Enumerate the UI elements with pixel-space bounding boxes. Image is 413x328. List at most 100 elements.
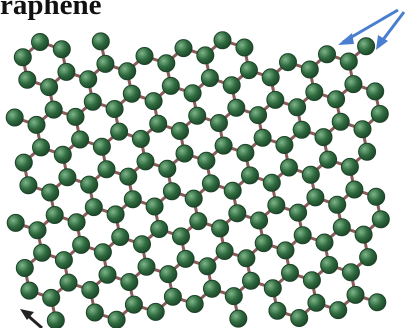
carbon-atom xyxy=(328,195,347,214)
carbon-atom xyxy=(133,235,151,254)
carbon-atom xyxy=(174,39,193,58)
carbon-atom xyxy=(122,84,141,103)
carbon-atom xyxy=(80,175,99,194)
carbon-atom xyxy=(85,303,104,322)
carbon-atom xyxy=(354,225,373,244)
carbon-atom xyxy=(137,257,156,276)
carbon-atom xyxy=(46,311,65,328)
carbon-atom xyxy=(213,31,232,50)
carbon-atom xyxy=(332,218,351,237)
carbon-atom xyxy=(135,47,154,65)
carbon-atoms xyxy=(5,31,390,328)
carbon-atom xyxy=(275,136,294,154)
carbon-atom xyxy=(81,281,100,299)
carbon-atom xyxy=(157,54,176,73)
carbon-atom xyxy=(279,53,297,72)
carbon-atom xyxy=(307,293,326,312)
carbon-atom xyxy=(266,90,285,109)
carbon-atom xyxy=(253,128,272,147)
carbon-atom xyxy=(358,142,377,161)
carbon-atom xyxy=(32,138,50,157)
carbon-atom xyxy=(161,76,180,95)
carbon-atom xyxy=(111,228,130,246)
carbon-atom xyxy=(301,165,320,184)
carbon-atom xyxy=(250,211,269,230)
carbon-atom xyxy=(290,309,309,327)
carbon-atom xyxy=(66,107,85,126)
carbon-atom xyxy=(72,235,91,254)
carbon-atom xyxy=(198,257,217,276)
carbon-atom xyxy=(211,219,230,238)
carbon-atom xyxy=(196,46,215,65)
carbon-atom xyxy=(228,204,247,223)
carbon-atom xyxy=(176,249,195,268)
carbon-atom xyxy=(59,273,78,292)
carbon-atom xyxy=(329,301,348,320)
carbon-atom xyxy=(268,301,287,320)
carbon-atom xyxy=(263,279,282,298)
carbon-atom xyxy=(71,130,90,149)
carbon-atom xyxy=(371,210,390,229)
carbon-atom xyxy=(370,104,389,123)
carbon-atom xyxy=(15,259,34,277)
carbon-atom xyxy=(357,37,376,56)
carbon-atom xyxy=(215,242,234,260)
carbon-atom xyxy=(222,76,241,95)
carbon-atom xyxy=(340,157,359,176)
carbon-atom xyxy=(146,302,165,321)
carbon-atom xyxy=(185,295,204,313)
carbon-atom xyxy=(289,203,308,222)
carbon-atom xyxy=(223,181,242,200)
carbon-atom xyxy=(13,48,32,67)
carbon-atom xyxy=(331,112,350,131)
carbon-atom xyxy=(261,68,280,87)
carbon-atom xyxy=(302,271,321,290)
carbon-atom xyxy=(183,84,202,103)
carbon-atom xyxy=(201,174,220,193)
carbon-atom xyxy=(97,160,116,179)
carbon-atom xyxy=(366,82,385,101)
carbon-atom xyxy=(144,92,163,111)
carbon-atom xyxy=(184,189,203,208)
carbon-atom xyxy=(254,234,273,253)
carbon-atom xyxy=(159,265,178,284)
carbon-atom xyxy=(57,62,76,81)
carbon-atom xyxy=(239,61,258,80)
carbon-atom xyxy=(131,129,150,148)
carbon-atom xyxy=(320,256,339,274)
carbon-atom xyxy=(189,212,208,231)
carbon-atom xyxy=(163,287,182,306)
carbon-atom xyxy=(123,190,142,209)
carbon-atom xyxy=(241,166,259,185)
carbon-atom xyxy=(98,265,117,284)
carbon-atom xyxy=(67,213,86,232)
carbon-atom xyxy=(110,122,129,141)
carbon-atom xyxy=(276,241,295,260)
carbon-atom xyxy=(92,137,111,156)
carbon-atom xyxy=(5,108,24,127)
carbon-atom xyxy=(237,249,256,268)
carbon-atom xyxy=(281,263,299,282)
carbon-atom xyxy=(242,271,260,290)
carbon-atom xyxy=(45,206,64,224)
carbon-atom xyxy=(344,75,363,94)
carbon-atom xyxy=(188,106,207,125)
carbon-atom xyxy=(345,180,364,199)
carbon-atom xyxy=(210,114,228,132)
carbon-atom xyxy=(353,120,372,139)
carbon-atom xyxy=(315,233,334,252)
carbon-atom xyxy=(44,100,63,119)
carbon-atom xyxy=(319,150,338,169)
carbon-atom xyxy=(249,106,268,125)
carbon-atom xyxy=(367,187,386,206)
carbon-atom xyxy=(214,136,233,155)
carbon-atom xyxy=(28,221,47,240)
carbon-atom xyxy=(118,62,137,81)
carbon-atom xyxy=(31,33,49,51)
carbon-atom xyxy=(107,310,126,328)
carbon-atom xyxy=(52,40,71,59)
carbon-atom xyxy=(150,220,169,238)
carbon-atom xyxy=(124,295,143,314)
carbon-atom xyxy=(91,32,110,51)
page-title: raphene xyxy=(0,0,102,21)
